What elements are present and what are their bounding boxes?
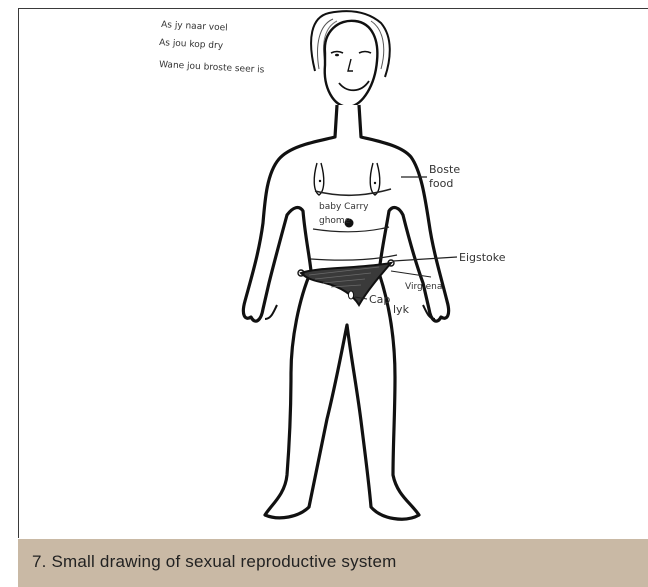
figure-frame: As jy naar voel As jou kop dry Wane jou … <box>18 0 648 587</box>
note-line-1: As jy naar voel <box>161 20 228 33</box>
label-baby-carry-2: ghome <box>319 216 351 226</box>
figure-caption: 7. Small drawing of sexual reproductive … <box>32 552 396 572</box>
head-outline <box>325 21 378 107</box>
body-drawing: As jy naar voel As jou kop dry Wane jou … <box>19 9 648 538</box>
label-cap: Cap <box>369 293 390 306</box>
label-boste: Boste <box>429 163 460 176</box>
right-nipple <box>374 182 376 184</box>
label-virg: Virg ena <box>405 282 442 292</box>
note-line-2: As jou kop dry <box>159 38 224 51</box>
note-line-3: Wane jou broste seer is <box>159 60 265 76</box>
label-baby-carry: baby Carry <box>319 202 369 212</box>
cervix-detail <box>348 291 353 299</box>
left-hand-detail <box>265 305 277 319</box>
drawing-panel: As jy naar voel As jou kop dry Wane jou … <box>18 8 648 538</box>
label-lyk: lyk <box>393 303 410 316</box>
left-eye-pupil <box>335 54 339 57</box>
label-eigstoke: Eigstoke <box>459 251 506 264</box>
label-food: food <box>429 177 453 190</box>
caption-bar: 7. Small drawing of sexual reproductive … <box>18 539 648 587</box>
left-nipple <box>319 180 321 182</box>
